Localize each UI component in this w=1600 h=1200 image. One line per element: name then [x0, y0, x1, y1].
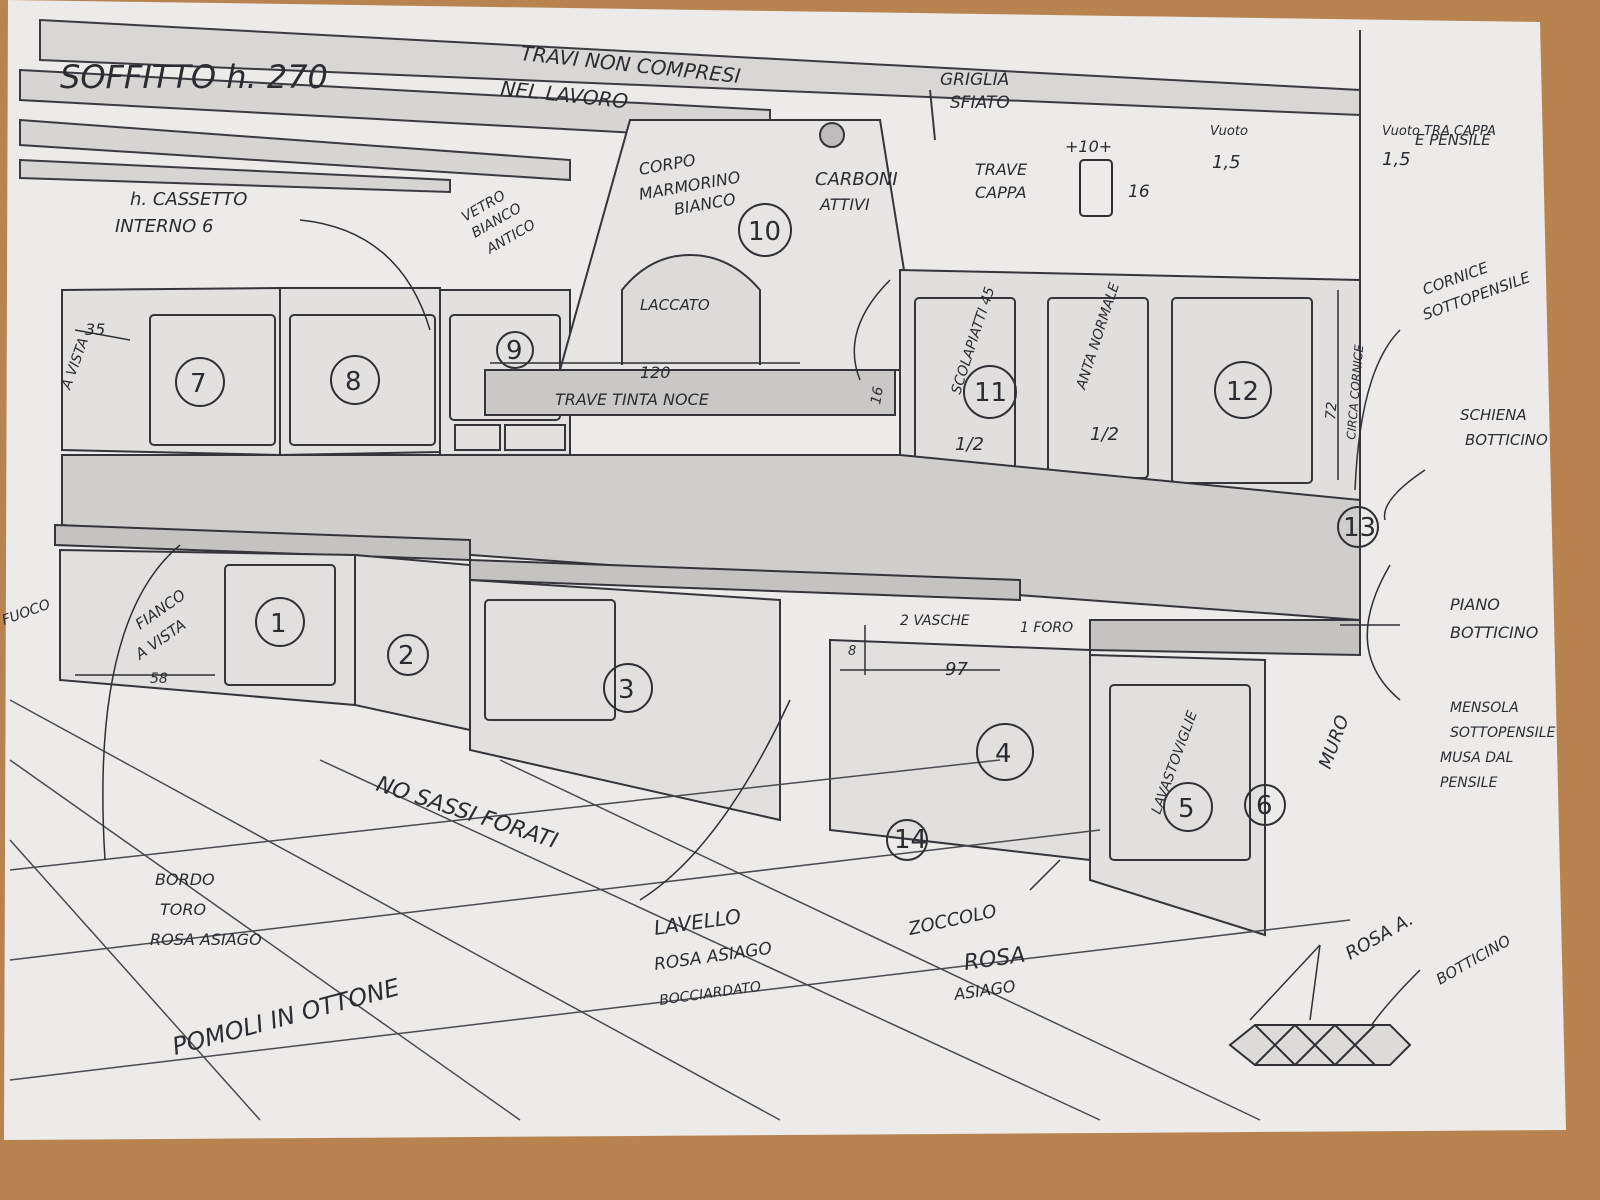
floor-grid	[9, 699, 1351, 1121]
label-epensile: E PENSILE	[1415, 131, 1491, 149]
label-vuoto-left: Vuoto	[1210, 124, 1248, 139]
label-bordo2: TORO	[160, 900, 206, 919]
label-vuoto-right: Vuoto TRA CAPPA	[1382, 124, 1496, 139]
label-h-cassetto: h. CASSETTO	[130, 189, 247, 210]
label-dim-58: 58	[150, 671, 168, 687]
num-9: 9	[506, 336, 523, 366]
label-mensola1: MENSOLA	[1450, 700, 1519, 716]
label-frac-left: 1/2	[955, 434, 984, 455]
label-dim-10: +10+	[1065, 137, 1112, 156]
label-sfiato: SFIATO	[950, 93, 1010, 113]
label-dim-35: 35	[85, 320, 105, 339]
base-cabinets	[59, 548, 1266, 937]
label-laccato: LACCATO	[640, 296, 710, 314]
label-dim-8: 8	[848, 644, 856, 659]
label-schiena2: BOTTICINO	[1465, 431, 1548, 449]
num-12: 12	[1226, 377, 1259, 407]
label-dim-16b: 16	[868, 385, 887, 405]
hood	[484, 119, 922, 416]
num-4: 4	[995, 739, 1012, 769]
label-dim-97: 97	[945, 659, 968, 680]
circled-numbers	[175, 203, 1379, 861]
label-vasche: 2 VASCHE	[900, 613, 970, 629]
num-11: 11	[974, 378, 1007, 408]
label-griglia: GRIGLIA	[940, 70, 1009, 90]
label-dim-72: 72	[1323, 401, 1340, 420]
label-bordo3: ROSA ASIAGO	[150, 930, 262, 949]
label-trave-cappa1: TRAVE	[975, 160, 1028, 179]
label-interno: INTERNO 6	[115, 216, 213, 237]
num-1: 1	[270, 609, 287, 639]
num-14: 14	[894, 825, 927, 855]
label-soffitto: SOFFITTO h. 270	[60, 58, 328, 96]
num-2: 2	[398, 641, 415, 671]
circled-number-labels: 1 2 3 4 5 6 7 8 9 10 11 12 13 14	[190, 217, 1376, 855]
label-mensola4: PENSILE	[1440, 775, 1498, 791]
num-7: 7	[190, 369, 207, 399]
num-3: 3	[618, 675, 635, 705]
label-piano2: BOTTICINO	[1450, 623, 1538, 642]
backsplash	[61, 454, 1361, 622]
num-6: 6	[1256, 791, 1273, 821]
countertops	[54, 523, 1361, 657]
label-dim-120: 120	[640, 363, 671, 382]
label-frac-right: 1/2	[1090, 424, 1119, 445]
label-foro: 1 FORO	[1020, 620, 1073, 636]
label-vuoto-left-val: 1,5	[1212, 152, 1241, 173]
label-attivi: ATTIVI	[819, 195, 870, 214]
num-8: 8	[345, 367, 362, 397]
label-dim-16: 16	[1128, 182, 1150, 202]
label-trave-tinta: TRAVE TINTA NOCE	[555, 390, 710, 409]
rosette-tile-detail	[1228, 1024, 1412, 1066]
num-10: 10	[748, 217, 781, 247]
label-trave-cappa2: CAPPA	[975, 183, 1027, 202]
label-carboni: CARBONI	[815, 169, 898, 190]
label-vuoto-right-val: 1,5	[1382, 149, 1411, 170]
label-mensola3: MUSA DAL	[1440, 750, 1513, 766]
label-bordo1: BORDO	[155, 870, 215, 889]
num-5: 5	[1178, 794, 1195, 824]
label-schiena1: SCHIENA	[1460, 406, 1527, 424]
label-mensola2: SOTTOPENSILE	[1450, 725, 1556, 741]
label-piano1: PIANO	[1450, 595, 1500, 614]
num-13: 13	[1343, 513, 1376, 543]
